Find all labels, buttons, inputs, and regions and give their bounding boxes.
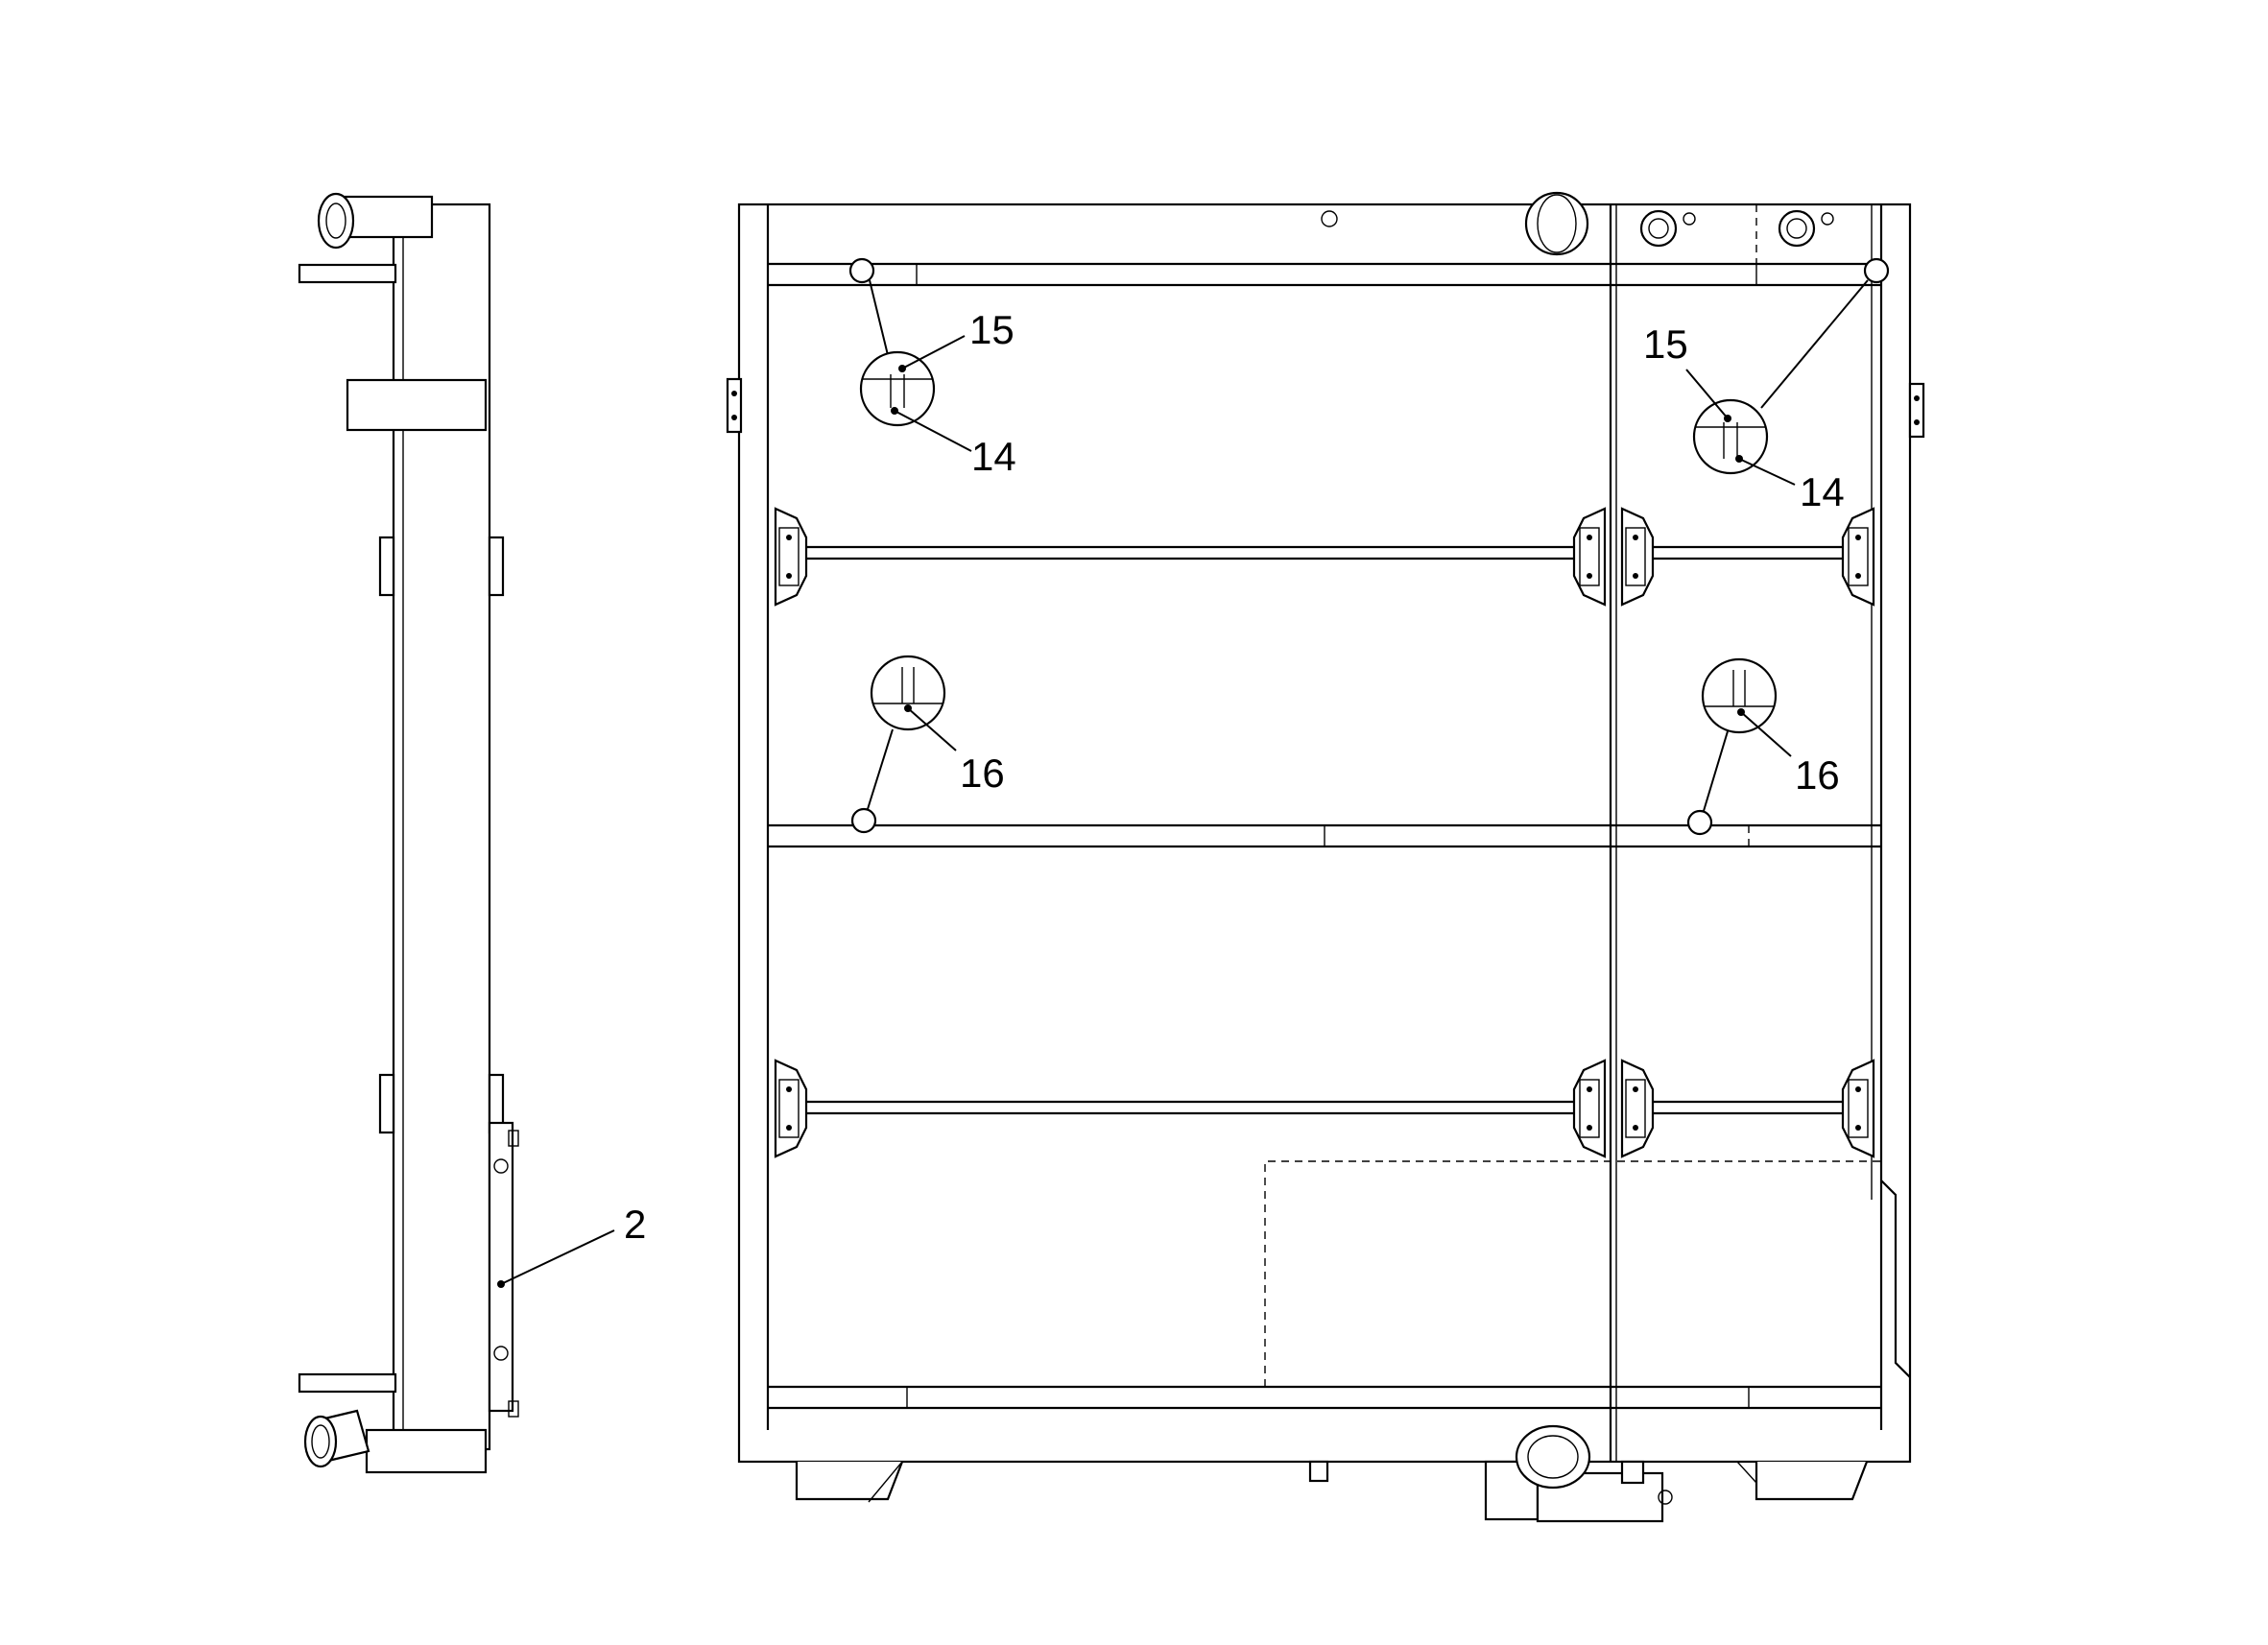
front-dashed-region [1264, 1160, 1881, 1387]
detail-circle [1692, 398, 1769, 475]
callouts: 2 15 14 15 14 16 16 [497, 307, 1845, 1288]
front-bottom-parts [795, 1424, 1869, 1523]
front-side-tab [726, 377, 743, 434]
front-upper-tie-rod [774, 507, 1875, 607]
side-oil-cooler [488, 1121, 514, 1413]
side-top-inlet [317, 192, 355, 250]
side-view [298, 192, 519, 1474]
front-top-filler-neck [1524, 191, 1589, 256]
front-foot-left [795, 1461, 904, 1501]
detail-mid-left [850, 655, 946, 834]
side-tab [488, 536, 505, 597]
front-outlet-neck [1515, 1424, 1591, 1490]
side-bottom-bracket [298, 1372, 397, 1394]
side-top-pipe [344, 195, 434, 239]
callout-label-14: 14 [971, 434, 1016, 479]
callout-label-16: 16 [1795, 752, 1840, 798]
callout-label-16: 16 [960, 751, 1005, 796]
detail-mid-right [1686, 657, 1778, 836]
side-tab [378, 1073, 395, 1134]
side-base-block [365, 1428, 488, 1474]
front-side-tab [1908, 382, 1925, 439]
side-top-bracket [298, 263, 397, 284]
detail-circle [870, 655, 946, 731]
side-clamp-block [346, 378, 488, 432]
detail-circle [859, 350, 936, 427]
front-view [726, 191, 1925, 1523]
front-top-fittings [1321, 191, 1834, 256]
detail-top-right [1692, 257, 1890, 475]
detail-top-left [848, 257, 936, 427]
front-right-step [1880, 1180, 1911, 1378]
callout-label-14: 14 [1800, 469, 1845, 514]
side-tab [378, 536, 395, 597]
callout-label-15: 15 [969, 307, 1015, 352]
front-foot-right [1755, 1461, 1869, 1501]
callout-label-15: 15 [1643, 322, 1688, 367]
callout-label-2: 2 [624, 1202, 646, 1247]
front-lower-tie-rod [774, 1059, 1875, 1158]
detail-circle [1701, 657, 1778, 734]
